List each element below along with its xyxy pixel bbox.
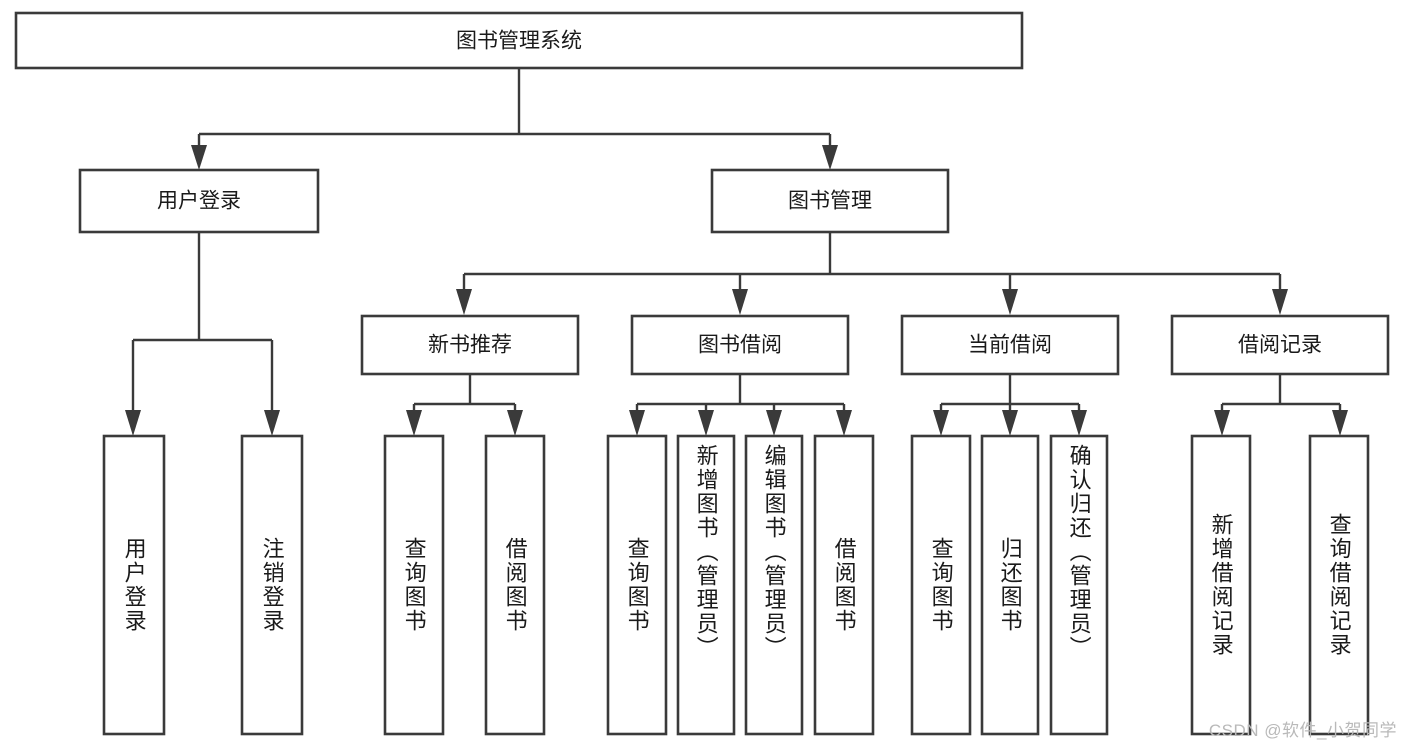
arrowhead-borrow-leaf3 — [766, 410, 782, 436]
node-level1-book-management-rect[interactable] — [710, 168, 950, 234]
leaf-user-login-1-rect[interactable] — [240, 434, 304, 736]
node-level2-new-book-recommend[interactable]: 新书推荐 — [360, 314, 580, 376]
node-level2-borrow-records-rect[interactable] — [1170, 314, 1390, 376]
arrowhead-bookmgmt-to-newbook — [456, 289, 472, 315]
node-level2-current-borrow[interactable]: 当前借阅 — [900, 314, 1120, 376]
arrowhead-bookmgmt-to-current — [1002, 289, 1018, 315]
leaf-book-borrow-3-rect[interactable] — [813, 434, 875, 736]
arrowhead-newbook-leaf1 — [406, 410, 422, 436]
arrowhead-records-leaf1 — [1214, 410, 1230, 436]
arrowhead-bookmgmt-to-borrow — [732, 289, 748, 315]
node-level1-book-management-label: 图书管理 — [788, 190, 872, 213]
leaf-book-borrow-0-rect[interactable] — [606, 434, 668, 736]
arrowhead-bookmgmt-to-records — [1272, 289, 1288, 315]
leaf-new-book-1-rect[interactable] — [484, 434, 546, 736]
arrowhead-borrow-leaf4 — [836, 410, 852, 436]
arrowhead-borrow-leaf2 — [698, 410, 714, 436]
node-level2-book-borrow-rect[interactable] — [630, 314, 850, 376]
leaf-current-borrow-0-rect[interactable] — [910, 434, 972, 736]
arrowhead-borrow-leaf1 — [629, 410, 645, 436]
arrowhead-records-leaf2 — [1332, 410, 1348, 436]
node-root[interactable]: 图书管理系统 — [14, 11, 1024, 70]
watermark-text: CSDN @软件_小贺同学 — [1208, 721, 1397, 740]
node-level2-book-borrow-label: 图书借阅 — [698, 334, 782, 357]
leaf-borrow-records-1-rect[interactable] — [1308, 434, 1370, 736]
arrowhead-current-leaf1 — [933, 410, 949, 436]
arrowhead-current-leaf3 — [1071, 410, 1087, 436]
leaf-book-borrow-2-rect[interactable] — [744, 434, 804, 736]
node-level2-new-book-recommend-label: 新书推荐 — [428, 334, 512, 357]
node-level2-borrow-records-label: 借阅记录 — [1238, 334, 1322, 357]
leaf-new-book-0-rect[interactable] — [383, 434, 445, 736]
arrowhead-login-leaf1 — [125, 410, 141, 436]
arrowhead-newbook-leaf2 — [507, 410, 523, 436]
node-level2-current-borrow-label: 当前借阅 — [968, 334, 1052, 357]
node-level2-current-borrow-rect[interactable] — [900, 314, 1120, 376]
leaf-current-borrow-2-rect[interactable] — [1049, 434, 1109, 736]
leaf-borrow-records-0-rect[interactable] — [1190, 434, 1252, 736]
node-root-rect[interactable] — [14, 11, 1024, 70]
leaf-current-borrow-1-rect[interactable] — [980, 434, 1040, 736]
node-root-label: 图书管理系统 — [456, 30, 582, 53]
node-level2-borrow-records[interactable]: 借阅记录 — [1170, 314, 1390, 376]
leaf-user-login-0-rect[interactable] — [102, 434, 166, 736]
arrowhead-login-leaf2 — [264, 410, 280, 436]
leaf-book-borrow-1-rect[interactable] — [676, 434, 736, 736]
arrowhead-root-to-bookmgmt — [822, 145, 838, 170]
node-level1-user-login[interactable]: 用户登录 — [78, 168, 320, 234]
node-level1-user-login-label: 用户登录 — [157, 190, 241, 213]
arrowhead-current-leaf2 — [1002, 410, 1018, 436]
arrowhead-root-to-login — [191, 145, 207, 170]
node-level2-book-borrow[interactable]: 图书借阅 — [630, 314, 850, 376]
node-level2-new-book-recommend-rect[interactable] — [360, 314, 580, 376]
node-level1-book-management[interactable]: 图书管理 — [710, 168, 950, 234]
